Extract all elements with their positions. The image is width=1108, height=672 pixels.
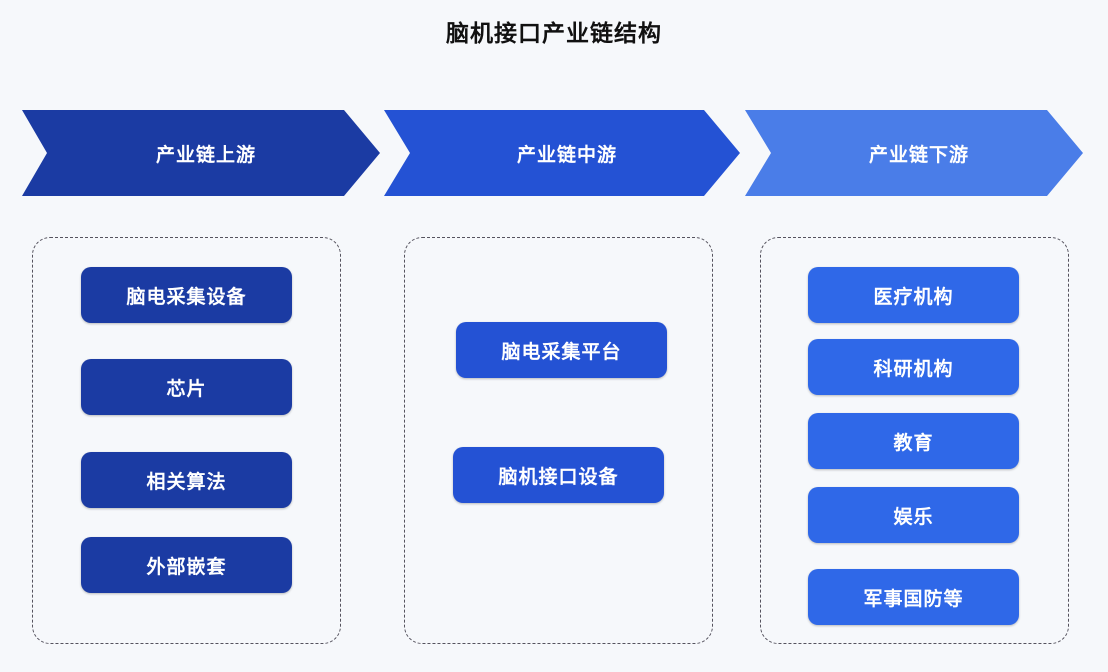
downstream-group (760, 237, 1069, 644)
item-eeg-acquisition-platform: 脑电采集平台 (456, 322, 667, 378)
chevron-arrow-icon (745, 110, 1083, 196)
stage-label-upstream: 产业链上游 (155, 143, 256, 166)
item-bci-device: 脑机接口设备 (453, 447, 664, 503)
chevron-arrow-icon (384, 110, 740, 196)
stage-label-downstream: 产业链下游 (868, 143, 969, 166)
item-external-nesting: 外部嵌套 (81, 537, 292, 593)
stage-label-midstream: 产业链中游 (516, 143, 617, 166)
midstream-group (404, 237, 713, 644)
page-title: 脑机接口产业链结构 (446, 21, 662, 47)
upstream-group (32, 237, 341, 644)
stage-arrow-downstream: 产业链下游 (745, 110, 1083, 196)
stage-arrow-upstream: 产业链上游 (22, 110, 380, 196)
item-algorithms: 相关算法 (81, 452, 292, 508)
stage-arrow-midstream: 产业链中游 (384, 110, 740, 196)
item-entertainment: 娱乐 (808, 487, 1019, 543)
item-military-defense: 军事国防等 (808, 569, 1019, 625)
item-education: 教育 (808, 413, 1019, 469)
chevron-arrow-icon (22, 110, 380, 196)
item-chip: 芯片 (81, 359, 292, 415)
item-eeg-acquisition-device: 脑电采集设备 (81, 267, 292, 323)
item-research-institutions: 科研机构 (808, 339, 1019, 395)
item-medical-institutions: 医疗机构 (808, 267, 1019, 323)
